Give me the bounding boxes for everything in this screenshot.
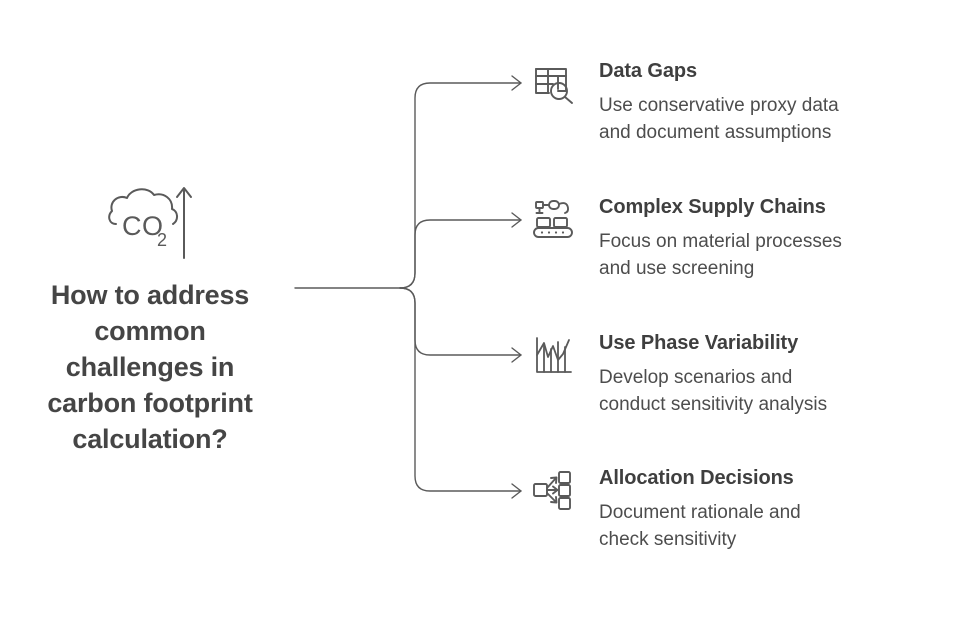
root-node: CO 2 How to address common challenges in… xyxy=(10,180,290,458)
page-title: How to address common challenges in carb… xyxy=(47,280,253,454)
branch-description: Focus on material processes and use scre… xyxy=(599,231,842,279)
arrowhead-4 xyxy=(511,483,522,499)
volatile-line-chart-icon xyxy=(536,337,572,373)
branch-text-block: Data Gaps Use conservative proxy data an… xyxy=(599,59,949,147)
branch-description: Develop scenarios and conduct sensitivit… xyxy=(599,367,828,415)
branch-heading: Data Gaps xyxy=(599,60,698,82)
conveyor-robot-arm-icon xyxy=(533,200,573,238)
branch-description: Use conservative proxy data and document… xyxy=(599,95,839,143)
allocation-split-icon xyxy=(533,471,571,510)
connector-branch-3 xyxy=(399,287,522,356)
svg-text:2: 2 xyxy=(157,230,167,250)
branch-heading: Use Phase Variability xyxy=(599,332,799,354)
branch-heading: Complex Supply Chains xyxy=(599,196,826,218)
arrowhead-1 xyxy=(511,75,522,91)
arrowhead-2 xyxy=(511,212,522,228)
connector-branch-4 xyxy=(399,287,522,492)
co2-cloud-arrow-icon: CO 2 xyxy=(108,187,192,259)
branch-text-block: Use Phase Variability Develop scenarios … xyxy=(599,331,949,419)
table-search-icon xyxy=(535,68,573,104)
connector-branch-1 xyxy=(399,82,522,289)
connector-branch-2 xyxy=(399,219,522,289)
branch-heading: Allocation Decisions xyxy=(599,467,794,489)
branch-text-block: Allocation Decisions Document rationale … xyxy=(599,466,949,554)
svg-text:CO: CO xyxy=(122,211,164,241)
branch-text-block: Complex Supply Chains Focus on material … xyxy=(599,195,949,283)
branch-description: Document rationale and check sensitivity xyxy=(599,502,801,550)
arrowhead-3 xyxy=(511,347,522,363)
